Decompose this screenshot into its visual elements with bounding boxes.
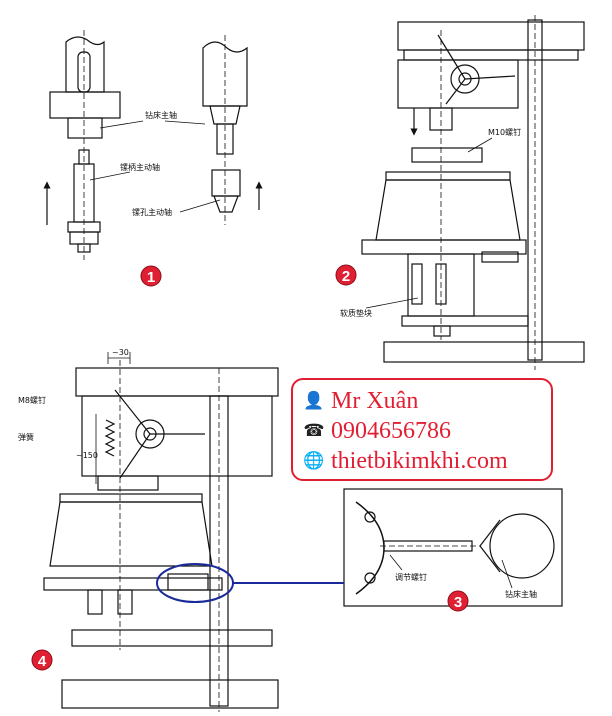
badge-3: 3 (447, 590, 469, 612)
contact-website-row: 🌐 thietbikimkhi.com (303, 446, 551, 476)
badge-2-number: 2 (342, 268, 350, 285)
badge-2: 2 (335, 264, 357, 286)
contact-phone-row: ☎ 0904656786 (303, 416, 551, 446)
badge-4-number: 4 (38, 653, 47, 670)
label-chuck-spindle: 镙孔主动轴 (132, 207, 172, 217)
figure-1-spindle-parts (43, 30, 263, 260)
label-tap-spindle: 镙柄主动轴 (120, 162, 160, 172)
person-icon: 👤 (303, 391, 325, 410)
globe-icon: 🌐 (303, 451, 325, 470)
label-m10-screw: M10螺钉 (488, 127, 521, 137)
contact-name-row: 👤 Mr Xuân (303, 386, 551, 416)
contact-card: 👤 Mr Xuân ☎ 0904656786 🌐 thietbikimkhi.c… (291, 378, 553, 481)
badge-1-number: 1 (147, 269, 155, 286)
contact-phone[interactable]: 0904656786 (331, 417, 451, 444)
label-drill-spindle-3: 钻床主轴 (505, 589, 537, 599)
figure-2-drill-press-setup (361, 15, 585, 370)
dim-30: ~30 (112, 348, 129, 357)
badge-4: 4 (31, 649, 53, 671)
dim-150: ~150 (76, 451, 98, 460)
badge-1: 1 (140, 265, 162, 287)
label-spring: 弹簧 (18, 432, 34, 442)
badge-3-number: 3 (454, 594, 462, 611)
label-adjust-screw: 调节螺钉 (395, 572, 427, 582)
figure-3-adjust-detail (343, 488, 563, 607)
contact-name: Mr Xuân (331, 387, 419, 414)
label-drill-spindle-1: 钻床主轴 (145, 110, 177, 120)
label-m8-screw: M8螺钉 (18, 395, 46, 405)
phone-icon: ☎ (303, 421, 325, 440)
contact-website[interactable]: thietbikimkhi.com (331, 447, 508, 474)
figure-4-drill-press-spring (43, 352, 279, 712)
label-soft-pad: 软质垫块 (340, 308, 372, 318)
